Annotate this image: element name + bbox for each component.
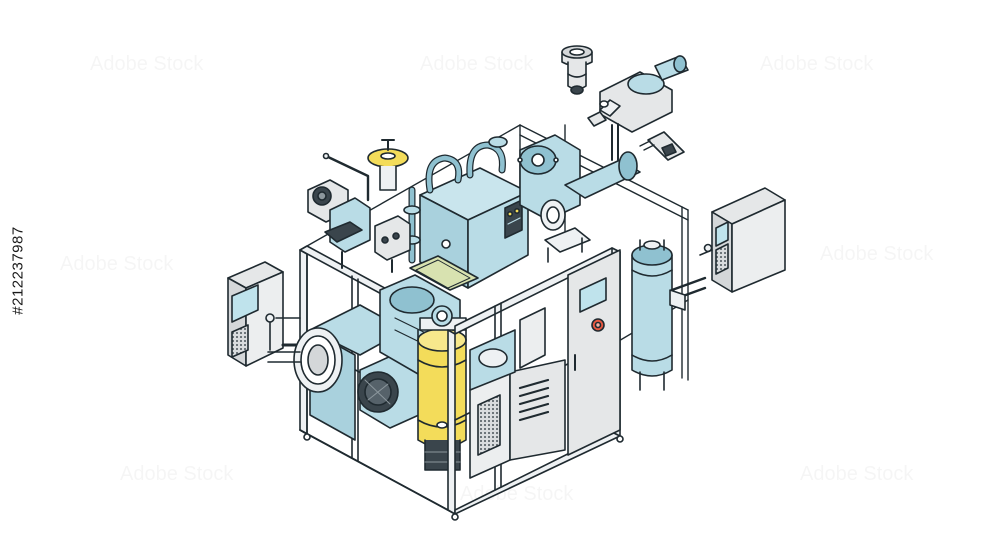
right-box-screen: [715, 221, 729, 247]
top-blue-chamber: [403, 136, 529, 291]
svg-text:Adobe Stock: Adobe Stock: [420, 53, 534, 75]
svg-text:Adobe Stock: Adobe Stock: [120, 463, 234, 485]
floating-coupling: [561, 45, 593, 95]
svg-text:Adobe Stock: Adobe Stock: [820, 243, 934, 265]
left-control-box: [227, 261, 302, 367]
right-control-box: [699, 187, 786, 293]
motor: [357, 351, 431, 429]
svg-text:Adobe Stock: Adobe Stock: [60, 253, 174, 275]
stock-id-text: #212237987: [9, 225, 27, 315]
grilled-cabinet: [469, 307, 566, 479]
vertical-vessel: [631, 239, 707, 391]
left-flange: [267, 304, 406, 441]
floating-pump: [587, 55, 689, 161]
stock-id-label: #212237987: [4, 150, 32, 390]
svg-text:Adobe Stock: Adobe Stock: [90, 53, 204, 75]
top-drum: [517, 134, 641, 263]
cabinet-screen: [579, 277, 607, 313]
left-box-screen: [231, 284, 259, 323]
front-control-cabinet: [567, 249, 621, 456]
left-box-keypad: [231, 324, 249, 358]
floating-fitting: [639, 131, 685, 161]
svg-text:Adobe Stock: Adobe Stock: [760, 53, 874, 75]
valve-assembly: [307, 139, 411, 273]
svg-text:Adobe Stock: Adobe Stock: [800, 463, 914, 485]
